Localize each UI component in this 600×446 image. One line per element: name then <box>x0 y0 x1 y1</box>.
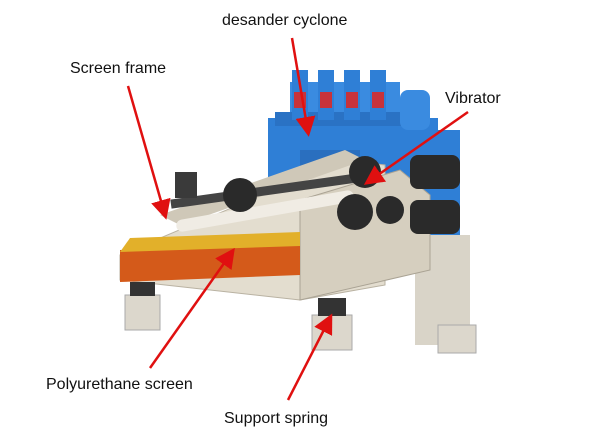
label-screen-frame: Screen frame <box>70 60 167 77</box>
label-desander-cyclone: desander cyclone <box>222 12 348 29</box>
label-support-spring: Support spring <box>224 410 329 427</box>
label-polyurethane-screen: Polyurethane screen <box>46 376 193 393</box>
label-vibrator: Vibrator <box>445 90 501 107</box>
polyurethane-arrow <box>148 247 235 369</box>
desander-arrow <box>290 37 316 137</box>
spring-arrow <box>286 313 333 401</box>
screen-frame-arrow <box>126 85 171 220</box>
vibrator-arrow <box>363 110 469 185</box>
polyurethane-screen <box>120 232 300 282</box>
